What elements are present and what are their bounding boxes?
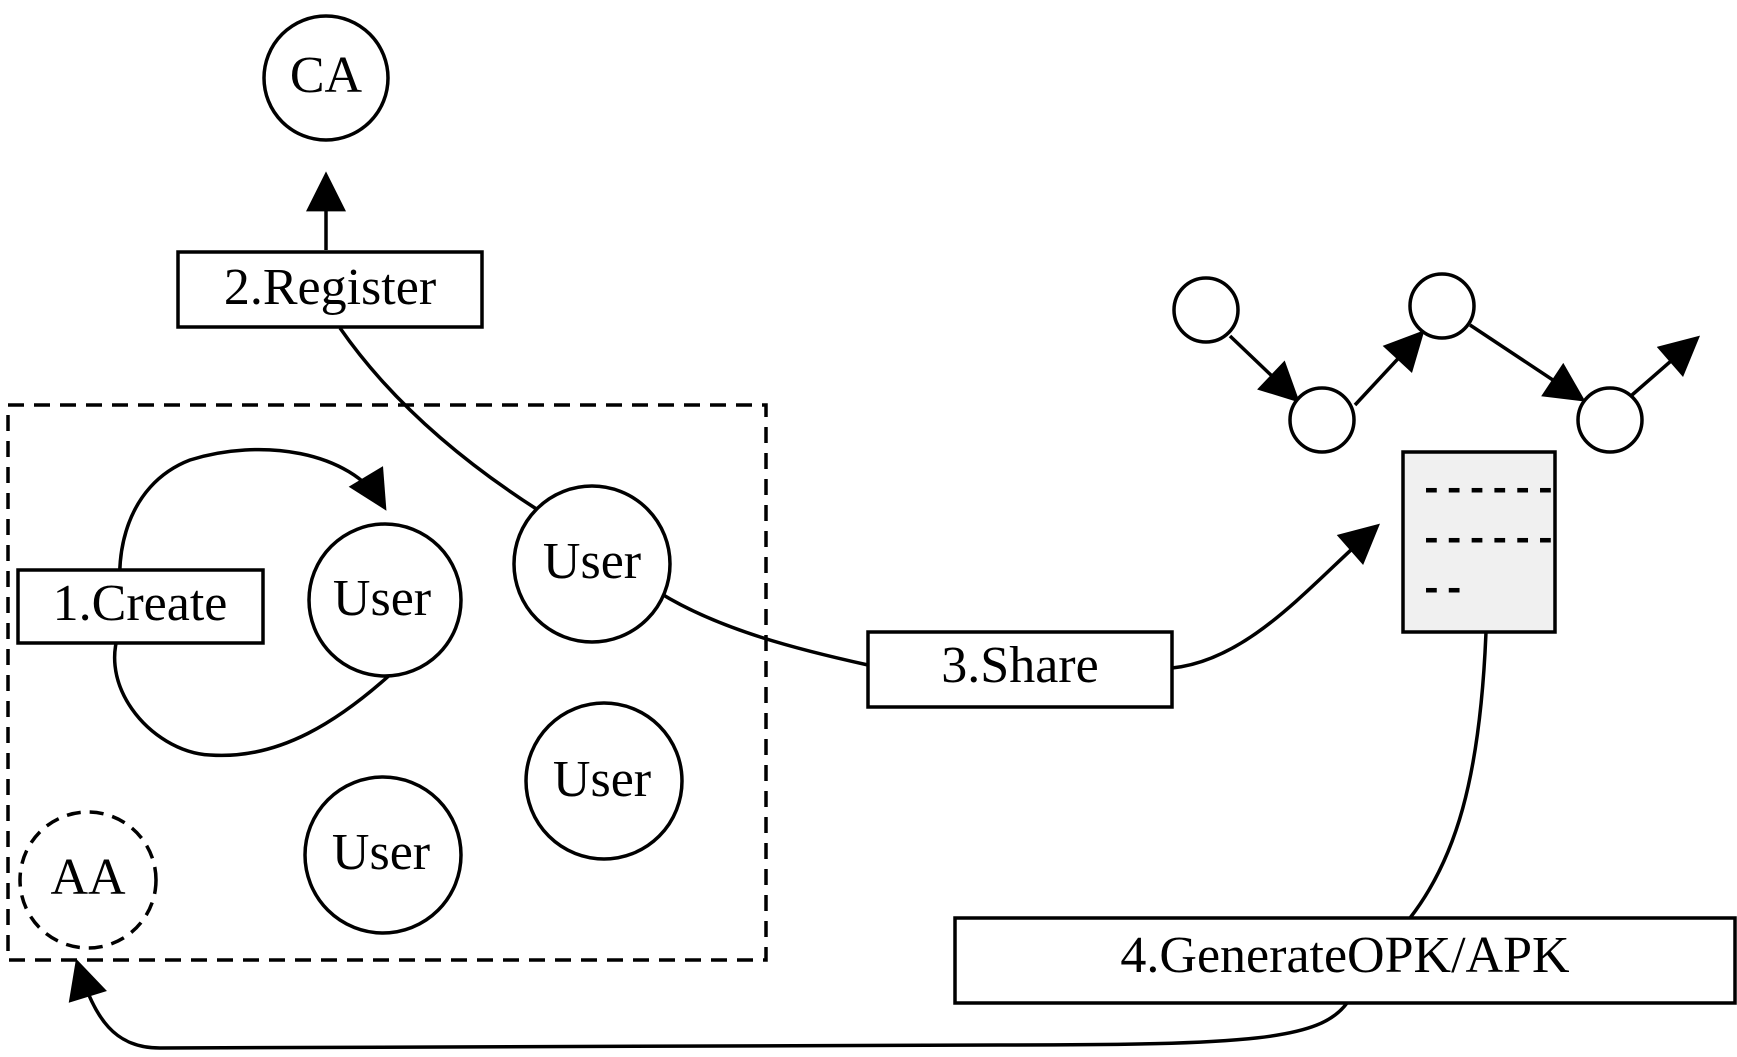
chain-link-4 [1630,335,1701,397]
aa-circle [18,810,158,950]
ca-node: CA [262,14,390,142]
user-node-4: User [303,775,463,935]
share-box [866,630,1174,709]
user-label-3: User [553,751,651,808]
share-to-document-arrow [1171,523,1381,670]
chain-link-2 [1353,330,1425,407]
blockchain-chain [1172,272,1701,454]
chain-block-4 [1576,386,1644,454]
user-node-2: User [512,484,672,644]
share-step: 3.Share [866,630,1174,709]
chain-link-1 [1228,334,1300,403]
user-label-2: User [543,533,641,590]
ledger-document: ------ ------ -- [1401,450,1557,634]
user-node-1: User [307,522,463,678]
user-to-share-edge [659,591,869,667]
user-circle-2 [512,484,672,644]
share-label: 3.Share [941,637,1098,694]
user-group-boundary [6,403,768,962]
ledger-line-2: ------ [1420,519,1557,562]
create-box [16,568,265,645]
document-to-generate-edge [1408,631,1488,920]
register-label: 2.Register [224,259,436,316]
ca-label: CA [290,47,363,104]
chain-block-1 [1172,276,1240,344]
register-box [176,250,484,329]
user-circle-4 [303,775,463,935]
generate-label: 4.GenerateOPK/APK [1120,927,1570,984]
user-label-1: User [333,570,431,627]
generate-box [953,916,1737,1005]
register-step: 2.Register [176,250,484,329]
create-label: 1.Create [53,575,228,632]
ca-circle [262,14,390,142]
aa-node: AA [18,810,158,950]
aa-label: AA [50,849,126,906]
ledger-document-box [1401,450,1557,634]
create-step: 1.Create [16,568,265,645]
user-circle-3 [524,701,684,861]
chain-link-3 [1469,323,1586,402]
generate-to-aa-arrow [68,958,1349,1050]
user-circle-1 [307,522,463,678]
ledger-line-3: -- [1420,569,1466,612]
user-node-3: User [524,701,684,861]
ledger-line-1: ------ [1420,469,1557,512]
user-to-register-edge [338,327,539,512]
user-label-4: User [332,824,430,881]
generate-step: 4.GenerateOPK/APK [953,916,1737,1005]
chain-block-3 [1408,272,1476,340]
chain-block-2 [1288,386,1356,454]
